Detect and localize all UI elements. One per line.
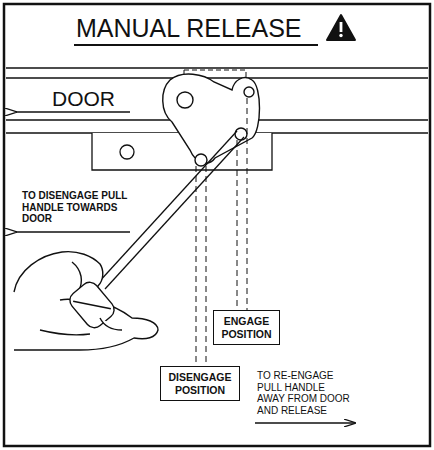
hand-with-handle (14, 252, 158, 350)
door-arrow (16, 111, 130, 112)
position-box: DISENGAGE POSITION (160, 366, 240, 401)
disengage-arrow (16, 231, 130, 232)
title-underline (74, 44, 318, 46)
position-label: DISENGAGE POSITION (168, 371, 231, 396)
frame (4, 4, 430, 446)
position-label: ENGAGE POSITION (221, 315, 271, 340)
reengage-arrow (255, 422, 355, 423)
instruction-note: TO DISENGAGE PULL HANDLE TOWARDS DOOR (22, 190, 130, 225)
instruction-note: TO RE-ENGAGE PULL HANDLE AWAY FROM DOOR … (257, 370, 353, 416)
door-label: DOOR (52, 88, 132, 109)
release-rope-rod (98, 131, 244, 289)
warning-icon (327, 15, 355, 40)
release-lever (163, 74, 260, 166)
diagram-title: MANUAL RELEASE (76, 16, 302, 41)
position-box: ENGAGE POSITION (213, 310, 280, 345)
